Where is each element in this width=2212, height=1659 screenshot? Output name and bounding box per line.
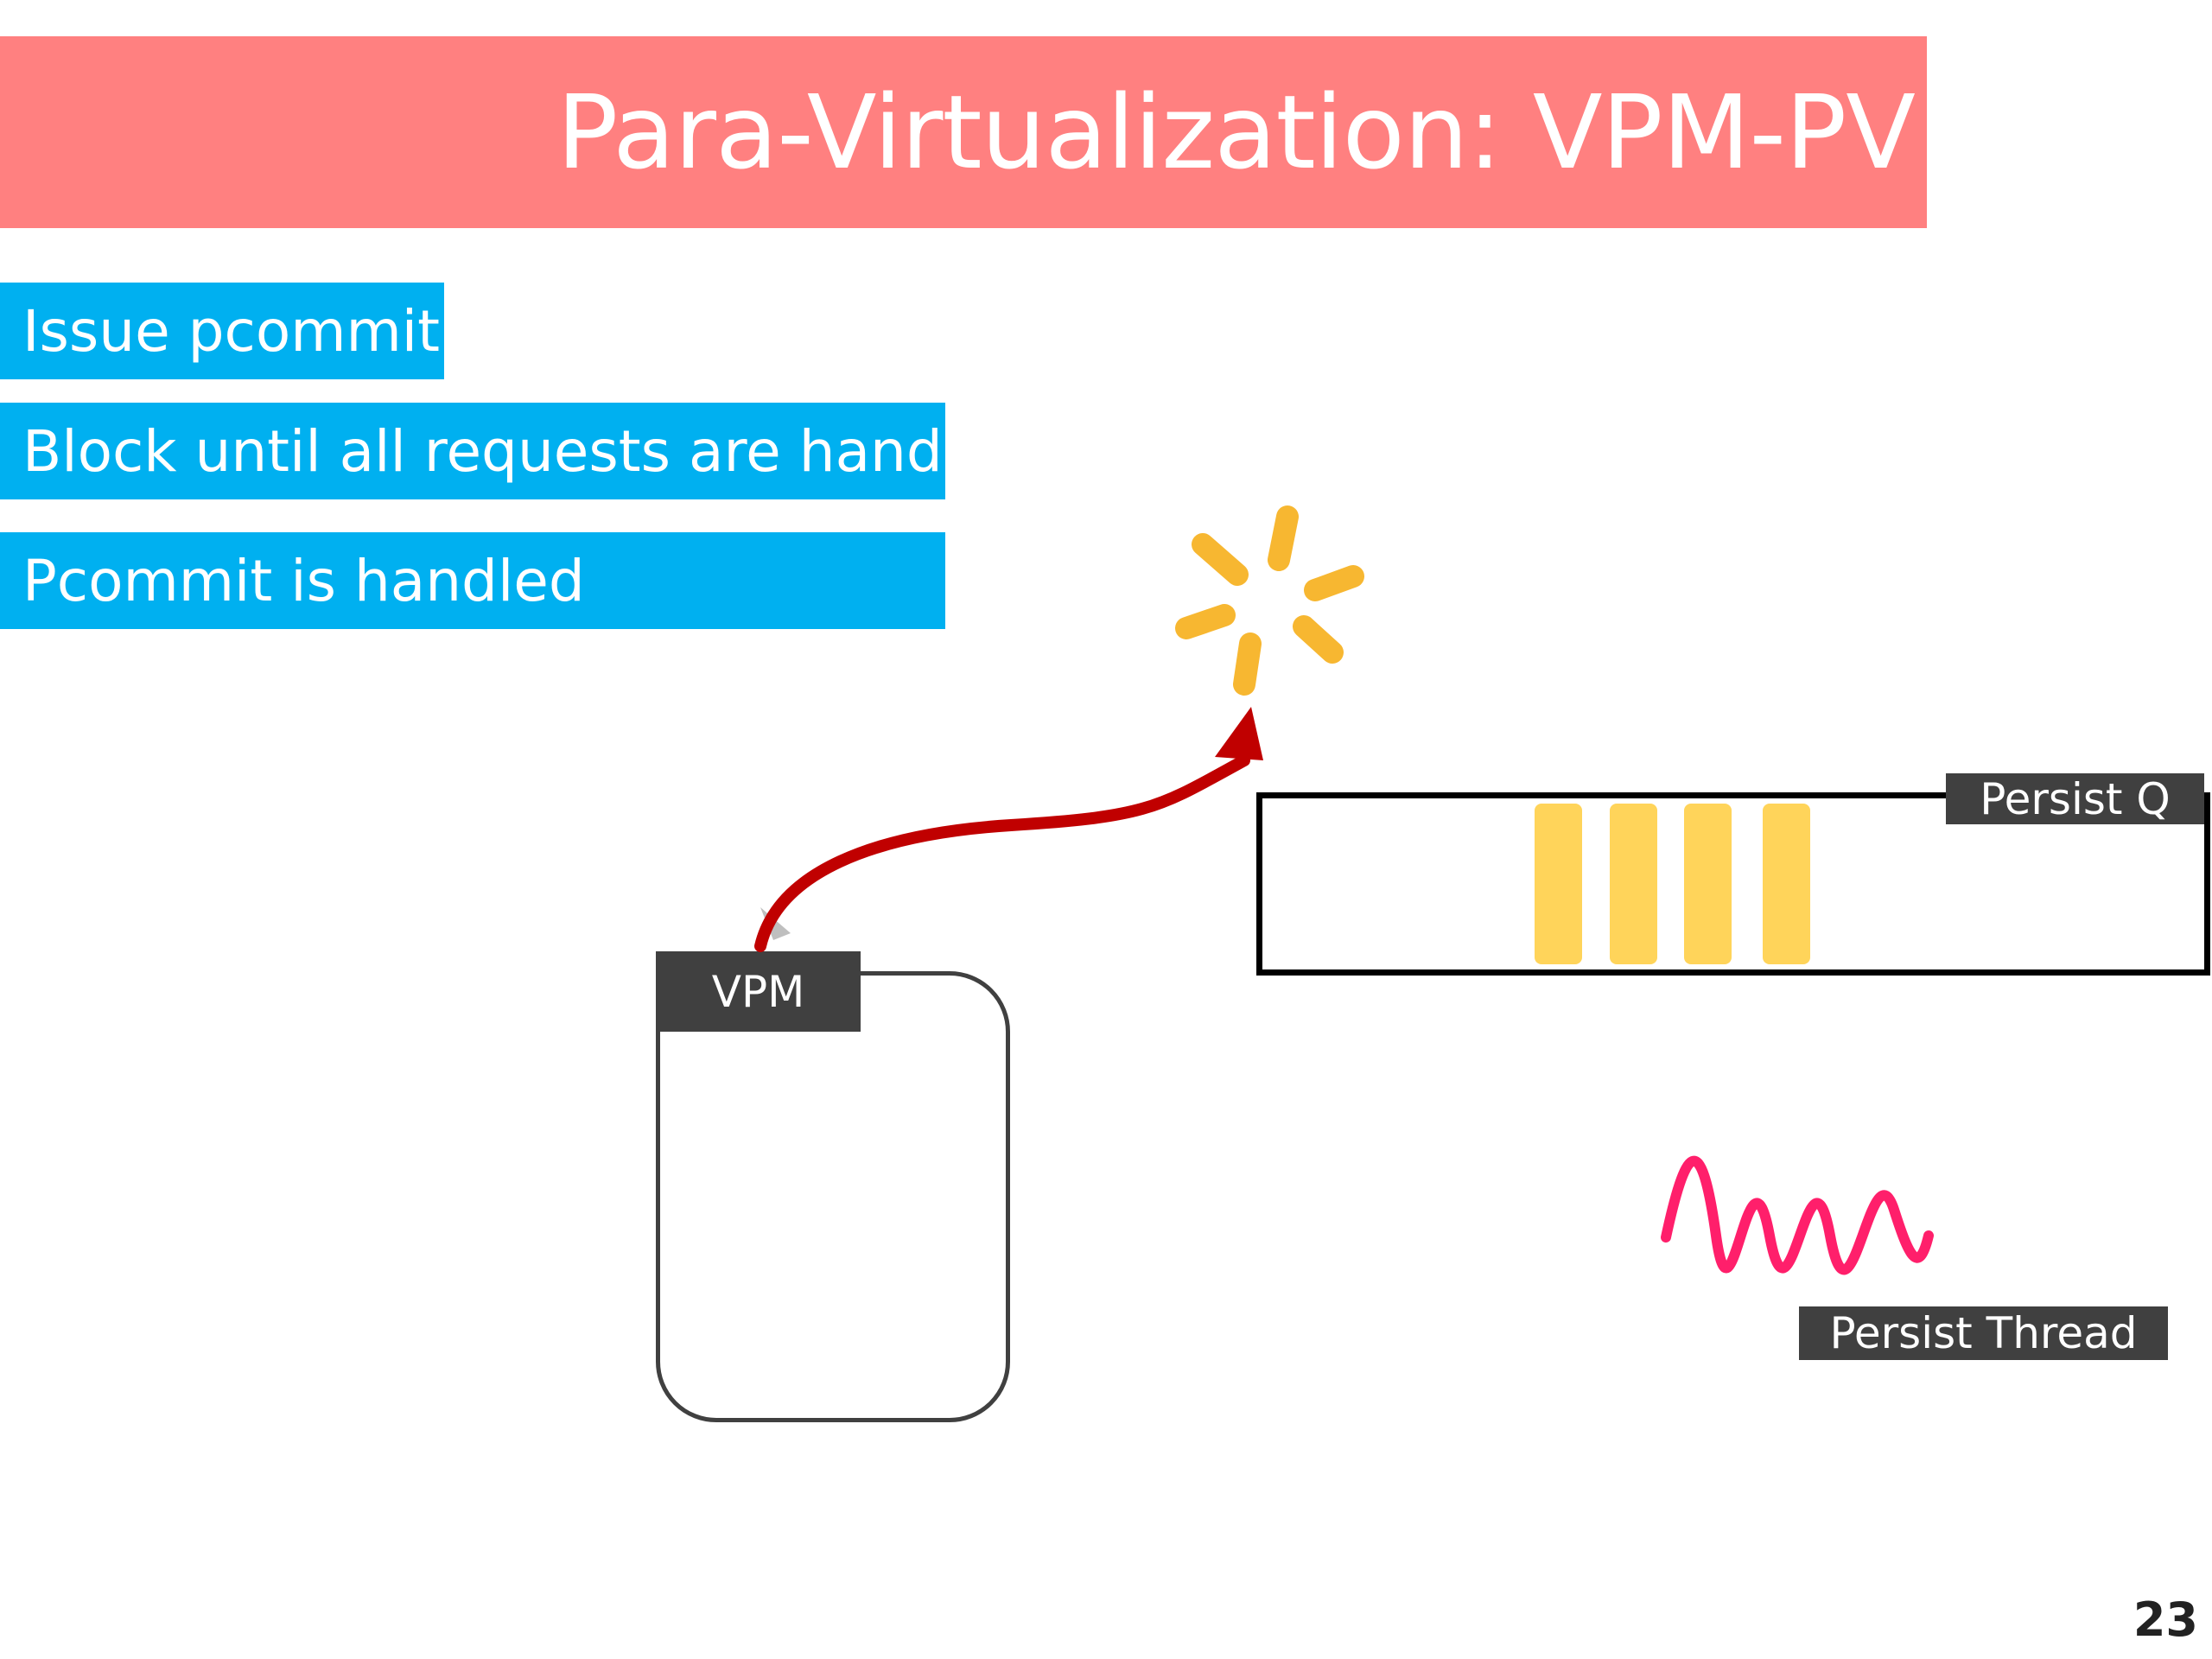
step-pcommit-handled: Pcommit is handled xyxy=(0,532,945,629)
queue-item xyxy=(1684,804,1732,964)
step-block-until-handled: Block until all requests are handled xyxy=(0,403,1030,499)
persist-queue-label: Persist Q xyxy=(1946,773,2204,824)
step-issue-pcommit: Issue pcommit xyxy=(0,283,444,379)
spark-icon xyxy=(1175,505,1364,696)
page-number: 23 xyxy=(2133,1592,2198,1647)
title-bar: Para-Virtualization: VPM-PV xyxy=(0,36,1927,228)
pcommit-arrow xyxy=(754,754,1250,952)
persist-thread-label: Persist Thread xyxy=(1799,1306,2168,1360)
vpm-box xyxy=(656,971,1010,1422)
vpm-label: VPM xyxy=(656,951,861,1032)
persist-thread-wave-icon xyxy=(1661,1155,1934,1275)
queue-item xyxy=(1763,804,1810,964)
queue-item xyxy=(1535,804,1582,964)
arrowhead-icon xyxy=(1215,707,1263,760)
queue-item xyxy=(1610,804,1657,964)
slide-title: Para-Virtualization: VPM-PV xyxy=(556,73,1916,192)
